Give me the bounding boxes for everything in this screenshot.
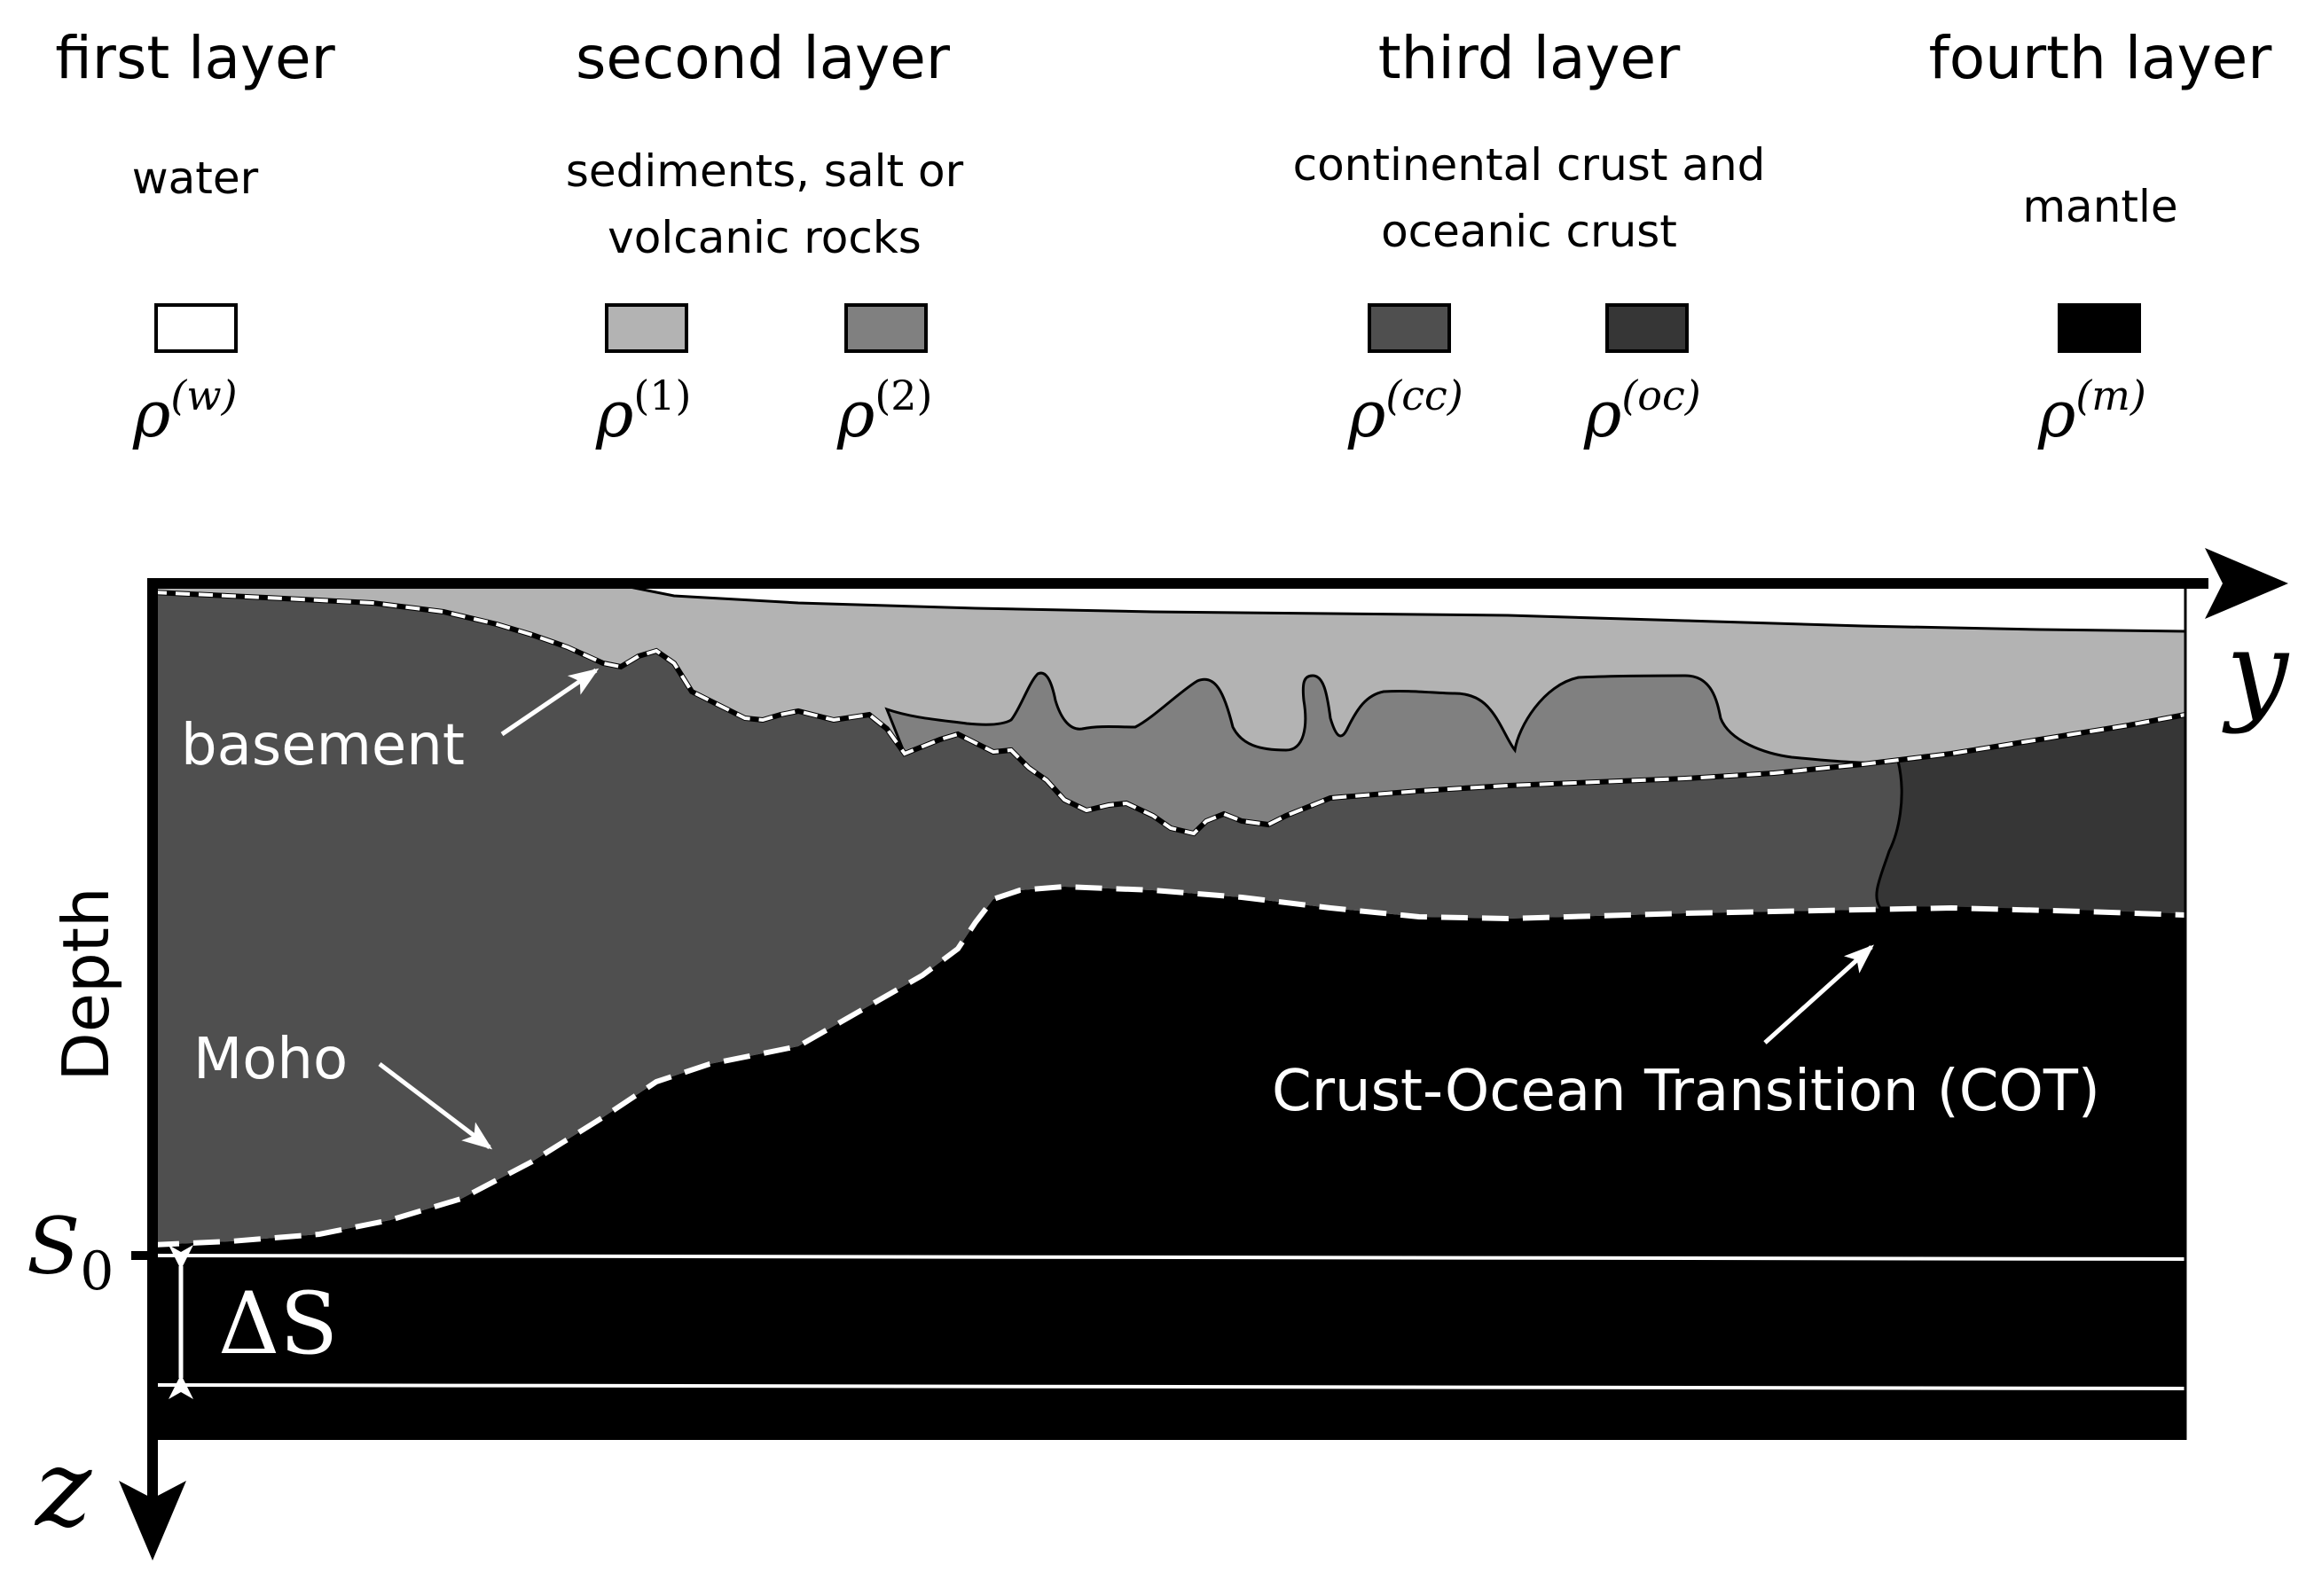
label-cot: Crust-Ocean Transition (COT) <box>1272 1059 2100 1124</box>
legend-swatch-mantle <box>2058 303 2141 353</box>
label-basement: basement <box>181 713 465 778</box>
legend-third-layer-desc-1: continental crust and <box>1293 139 1766 191</box>
legend-third-layer-desc-2: oceanic crust <box>1381 206 1677 257</box>
legend-swatch-oceanic-crust <box>1605 303 1689 353</box>
legend-swatch-continental-crust <box>1368 303 1451 353</box>
legend-fourth-layer: fourth layer mantle ρ(m) <box>1929 24 2273 451</box>
reference-line-s0 <box>152 1254 2186 1261</box>
legend-swatch-sediment-2 <box>844 303 928 353</box>
mantle <box>153 887 2185 1440</box>
legend-first-layer-title: first layer <box>55 24 335 92</box>
z-axis-arrowhead <box>119 1481 186 1561</box>
legend-label-rho-1: ρ(1) <box>595 372 692 451</box>
legend-fourth-layer-desc-1: mantle <box>2022 181 2177 232</box>
arrow-basement <box>500 668 600 737</box>
legend-third-layer: third layer continental crust and oceani… <box>1293 24 1766 451</box>
legend-fourth-layer-title: fourth layer <box>1929 24 2273 92</box>
legend-first-layer-desc-1: water <box>132 153 259 204</box>
legend-label-rho-cc: ρ(cc) <box>1347 372 1463 451</box>
y-axis-arrowhead <box>2205 548 2288 619</box>
z-axis-label: z <box>34 1428 92 1551</box>
legend: first layer water ρ(w) second layer sedi… <box>55 24 2272 451</box>
legend-label-rho-w: ρ(w) <box>132 372 238 451</box>
cross-section: basement Moho Crust-Ocean Transition (CO… <box>152 583 2187 1440</box>
legend-second-layer-desc-2: volcanic rocks <box>608 212 922 263</box>
continental-crust <box>153 592 1902 1245</box>
axes: y z S0 Depth <box>27 548 2290 1561</box>
legend-first-layer: first layer water ρ(w) <box>55 24 335 451</box>
y-axis-label: y <box>2222 608 2290 736</box>
moho-line <box>152 883 2186 1248</box>
legend-swatch-water <box>154 303 238 353</box>
legend-second-layer-title: second layer <box>576 24 951 92</box>
seafloor-line <box>620 583 2186 633</box>
label-moho: Moho <box>193 1027 348 1092</box>
legend-label-rho-m: ρ(m) <box>2037 372 2146 451</box>
reference-line-s0-delta <box>152 1383 2186 1390</box>
basement-dash <box>152 591 2186 836</box>
legend-second-layer: second layer sediments, salt or volcanic… <box>566 24 964 451</box>
depth-label: Depth <box>49 887 123 1081</box>
legend-third-layer-title: third layer <box>1378 24 1681 92</box>
legend-label-rho-2: ρ(2) <box>836 372 933 451</box>
s0-label: S0 <box>27 1201 114 1303</box>
sediment-layer-2 <box>884 671 1890 835</box>
legend-swatch-sediment-1 <box>605 303 688 353</box>
legend-label-rho-oc: ρ(oc) <box>1583 372 1701 451</box>
label-delta-s: ΔS <box>218 1274 338 1373</box>
arrow-cot <box>1763 944 1874 1044</box>
legend-second-layer-desc-1: sediments, salt or <box>566 145 964 197</box>
arrow-moho <box>378 1062 493 1150</box>
